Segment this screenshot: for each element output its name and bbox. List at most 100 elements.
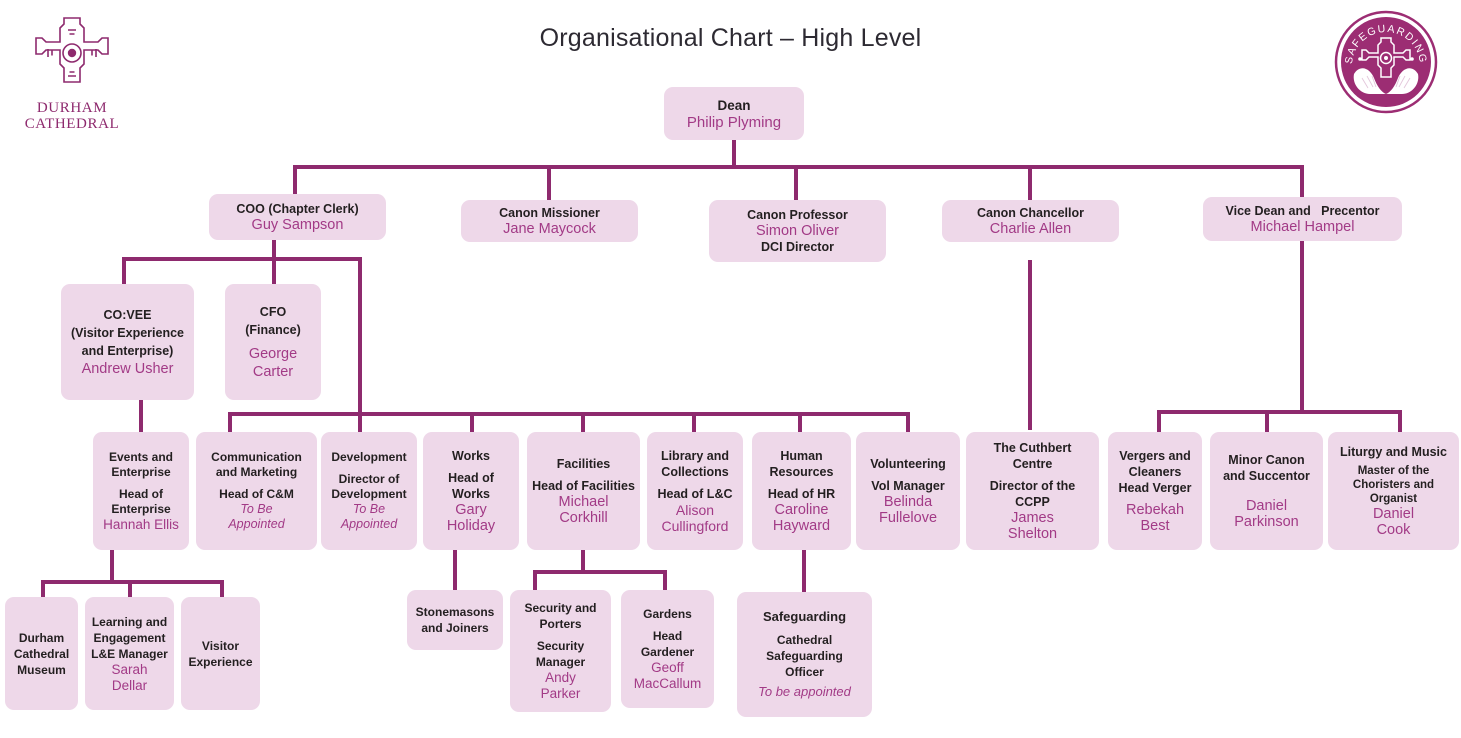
node-human-resources[interactable]: Human Resources Head of HR Caroline Hayw… (752, 432, 851, 550)
connector-drop-facilities (581, 412, 585, 432)
node-gardens-subtitle: Head Gardener (640, 629, 695, 660)
node-liturgy-and-music[interactable]: Liturgy and Music Master of the Choriste… (1328, 432, 1459, 550)
node-safeguarding-subtitle: Cathedral Safeguarding Officer (766, 632, 843, 679)
node-canon-missioner[interactable]: Canon Missioner Jane Maycock (461, 200, 638, 242)
connector-drop-comms (228, 412, 232, 432)
connector-departments-bus (228, 412, 910, 416)
node-minor-canon-and-succentor[interactable]: Minor Canon and Succentor Daniel Parkins… (1210, 432, 1323, 550)
node-facilities-subtitle: Head of Facilities (532, 479, 635, 494)
node-facilities-role: Facilities (556, 456, 611, 471)
connector-drop-canon-professor (794, 165, 798, 200)
node-minor-canon-role: Minor Canon and Succentor (1223, 453, 1310, 484)
node-gardens-person: Geoff MacCallum (633, 660, 702, 692)
connector-drop-vergers (1157, 410, 1161, 432)
node-library-and-collections[interactable]: Library and Collections Head of L&C Alis… (647, 432, 743, 550)
node-library-role: Library and Collections (660, 448, 730, 479)
node-covee-role: CO:VEE (Visitor Experience and Enterpris… (70, 308, 184, 358)
node-the-cuthbert-centre[interactable]: The Cuthbert Centre Director of the CCPP… (966, 432, 1099, 550)
node-hr-person: Caroline Hayward (772, 502, 831, 535)
node-volunteering-subtitle: Vol Manager (871, 479, 945, 494)
node-visitor-experience[interactable]: Visitor Experience (181, 597, 260, 710)
connector-covee-to-events (139, 400, 143, 434)
node-security-subtitle: Security Manager (535, 639, 586, 670)
connector-coo-bus (122, 257, 362, 261)
connector-chancellor-to-cuthbert (1028, 260, 1032, 430)
node-security-and-porters[interactable]: Security and Porters Security Manager An… (510, 590, 611, 712)
connector-coo-stem (272, 240, 276, 259)
node-canon-missioner-role: Canon Missioner (499, 206, 600, 220)
node-hr-subtitle: Head of HR (767, 487, 836, 502)
node-canon-professor-role: Canon Professor (747, 208, 848, 222)
connector-drop-coo (293, 165, 297, 195)
node-stonemasons-and-joiners[interactable]: Stonemasons and Joiners (407, 590, 503, 650)
node-canon-professor[interactable]: Canon Professor Simon Oliver DCI Directo… (709, 200, 886, 262)
node-coo-role: COO (Chapter Clerk) (236, 202, 359, 216)
node-learning-and-engagement[interactable]: Learning and Engagement L&E Manager Sara… (85, 597, 174, 710)
node-vice-dean-role: Vice Dean and Precentor (1225, 204, 1380, 218)
node-dean[interactable]: Dean Philip Plyming (664, 87, 804, 140)
node-durham-cathedral-museum[interactable]: Durham Cathedral Museum (5, 597, 78, 710)
node-safeguarding[interactable]: Safeguarding Cathedral Safeguarding Offi… (737, 592, 872, 717)
node-development[interactable]: Development Director of Development To B… (321, 432, 417, 550)
node-events-and-enterprise[interactable]: Events and Enterprise Head of Enterprise… (93, 432, 189, 550)
connector-events-stem (110, 550, 114, 582)
brand-line-1: DURHAM (36, 100, 108, 116)
connector-vice-dean-bus (1157, 410, 1402, 414)
node-vergers-person: Rebekah Best (1125, 502, 1185, 535)
connector-drop-canon-chancellor (1028, 165, 1032, 200)
brand-line-2: CATHEDRAL (24, 116, 120, 132)
node-security-person: Andy Parker (540, 670, 581, 702)
node-canon-missioner-person: Jane Maycock (503, 221, 596, 237)
node-library-subtitle: Head of L&C (657, 487, 733, 502)
node-covee[interactable]: CO:VEE (Visitor Experience and Enterpris… (61, 284, 194, 400)
node-visitor-experience-role: Visitor Experience (188, 638, 253, 669)
node-communication-and-marketing[interactable]: Communication and Marketing Head of C&M … (196, 432, 317, 550)
node-covee-person: Andrew Usher (81, 361, 174, 377)
connector-drop-gardens (663, 570, 667, 592)
connector-drop-visitor-experience (220, 580, 224, 598)
node-dean-role: Dean (717, 97, 751, 113)
node-events-subtitle: Head of Enterprise (111, 486, 171, 516)
node-works[interactable]: Works Head of Works Gary Holiday (423, 432, 519, 550)
connector-coo-to-departments (358, 257, 362, 414)
node-gardens[interactable]: Gardens Head Gardener Geoff MacCallum (621, 590, 714, 708)
connector-drop-covee (122, 257, 126, 284)
node-volunteering[interactable]: Volunteering Vol Manager Belinda Fullelo… (856, 432, 960, 550)
node-canon-chancellor-role: Canon Chancellor (977, 206, 1084, 220)
connector-drop-library (692, 412, 696, 432)
node-development-subtitle: Director of Development (331, 471, 407, 501)
node-vergers-subtitle: Head Verger (1118, 480, 1192, 495)
durham-cathedral-logo: DURHAM CATHEDRAL (12, 12, 132, 132)
node-liturgy-subtitle: Master of the Choristers and Organist (1352, 464, 1435, 505)
node-dean-person: Philip Plyming (686, 113, 782, 131)
node-events-person: Hannah Ellis (103, 516, 179, 532)
node-cfo[interactable]: CFO (Finance) George Carter (225, 284, 321, 400)
node-cfo-role: CFO (Finance) (245, 304, 301, 337)
node-vice-dean-person: Michael Hampel (1250, 219, 1355, 235)
node-comms-vacancy: To Be Appointed (228, 501, 285, 531)
connector-drop-development (358, 412, 362, 432)
connector-dean-stem (732, 140, 736, 167)
node-gardens-role: Gardens (643, 606, 692, 621)
connector-events-bus (41, 580, 224, 584)
connector-drop-hr (798, 412, 802, 432)
connector-drop-works (470, 412, 474, 432)
node-security-role: Security and Porters (524, 600, 597, 631)
node-vice-dean[interactable]: Vice Dean and Precentor Michael Hampel (1203, 197, 1402, 241)
node-facilities[interactable]: Facilities Head of Facilities Michael Co… (527, 432, 640, 550)
node-cuthbert-person: James Shelton (1007, 510, 1058, 543)
node-coo-person: Guy Sampson (251, 217, 344, 233)
connector-drop-museum (41, 580, 45, 598)
node-hr-role: Human Resources (769, 448, 834, 479)
node-liturgy-person: Daniel Cook (1372, 505, 1415, 538)
node-canon-chancellor[interactable]: Canon Chancellor Charlie Allen (942, 200, 1119, 242)
node-vergers-and-cleaners[interactable]: Vergers and Cleaners Head Verger Rebekah… (1108, 432, 1202, 550)
brand-wordmark: DURHAM CATHEDRAL (12, 100, 132, 132)
durham-cathedral-cross-icon (35, 17, 109, 83)
node-cuthbert-subtitle: Director of the CCPP (989, 479, 1076, 510)
node-coo[interactable]: COO (Chapter Clerk) Guy Sampson (209, 194, 386, 240)
node-museum-role: Durham Cathedral Museum (13, 630, 70, 677)
node-liturgy-role: Liturgy and Music (1340, 445, 1447, 460)
connector-facilities-bus (533, 570, 667, 574)
